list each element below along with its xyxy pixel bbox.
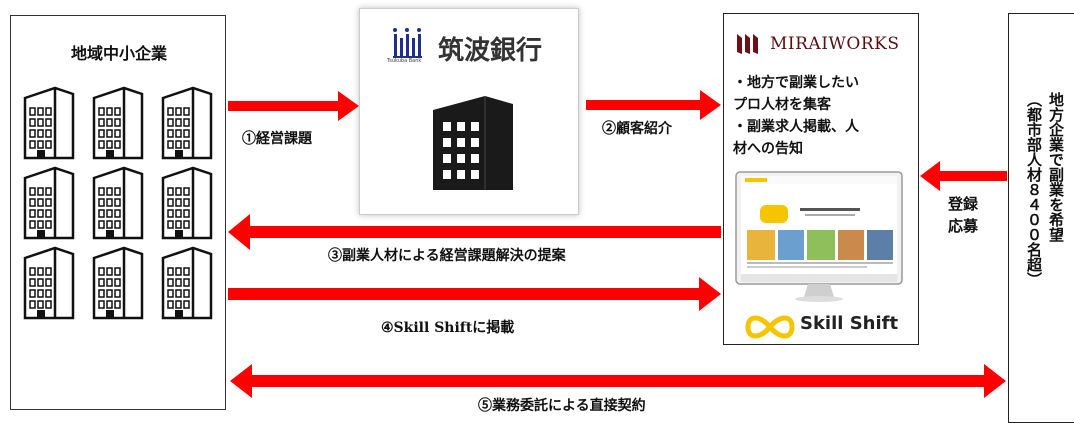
step2-label: ②顧客紹介 (602, 121, 672, 137)
building-icon (23, 166, 75, 240)
step4-label: ④Skill Shiftに掲載 (381, 320, 515, 336)
regional-sme-title: 地域中小企業 (70, 44, 167, 63)
urban-talent-line-2: （都市部人材８４００名超） (1025, 92, 1043, 287)
urban-talent-line-1: 地方企業で副業を希望 (1047, 92, 1065, 242)
urban-talent-box (1008, 13, 1074, 423)
flow-arrows (228, 90, 1007, 398)
arrow-listing (228, 277, 721, 311)
miraiworks-logo-text: MIRAIWORKS (770, 34, 900, 54)
building-icon (161, 246, 213, 320)
step1-label: ①経営課題 (242, 131, 312, 147)
step5-label: ⑤業務委託による直接契約 (478, 398, 646, 414)
bank-subtitle: Tsukuba Bank (387, 58, 422, 64)
building-icon (23, 86, 75, 160)
arrow-customer-referral (586, 90, 721, 120)
building-icon (92, 86, 144, 160)
apply-label: 応募 (948, 217, 979, 235)
miraiworks-line: ・地方で副業したい (733, 75, 859, 91)
arrow-proposal (228, 214, 721, 250)
miraiworks-logo-icon (737, 34, 758, 54)
skillshift-logo-icon (745, 315, 795, 339)
building-icon (23, 246, 75, 320)
miraiworks-description: ・地方で副業したい プロ人材を集客 ・副業求人掲載、人 材への告知 (733, 72, 917, 160)
arrow-registration (920, 161, 1007, 191)
building-icon (92, 166, 144, 240)
miraiworks-line: ・副業求人掲載、人 (733, 119, 859, 135)
tsukuba-bank-logo-icon (393, 28, 422, 58)
building-icon (161, 86, 213, 160)
building-icon-grid (23, 86, 213, 320)
building-icon (161, 166, 213, 240)
skillshift-logo-text: Skill Shift (800, 313, 899, 334)
urban-talent-text: 地方企業で副業を希望 （都市部人材８４００名超） (1012, 92, 1070, 352)
register-label: 登録 (948, 195, 979, 213)
arrow-direct-contract (230, 364, 1006, 398)
miraiworks-line: プロ人材を集客 (733, 97, 831, 113)
miraiworks-line: 材への告知 (733, 141, 803, 157)
step3-label: ③副業人材による経営課題解決の提案 (328, 248, 566, 264)
office-building-icon (433, 96, 513, 190)
arrow-management-issue (228, 91, 359, 121)
skillshift-website-monitor-icon (735, 171, 903, 302)
bank-name: 筑波銀行 (438, 36, 543, 66)
building-icon (92, 246, 144, 320)
